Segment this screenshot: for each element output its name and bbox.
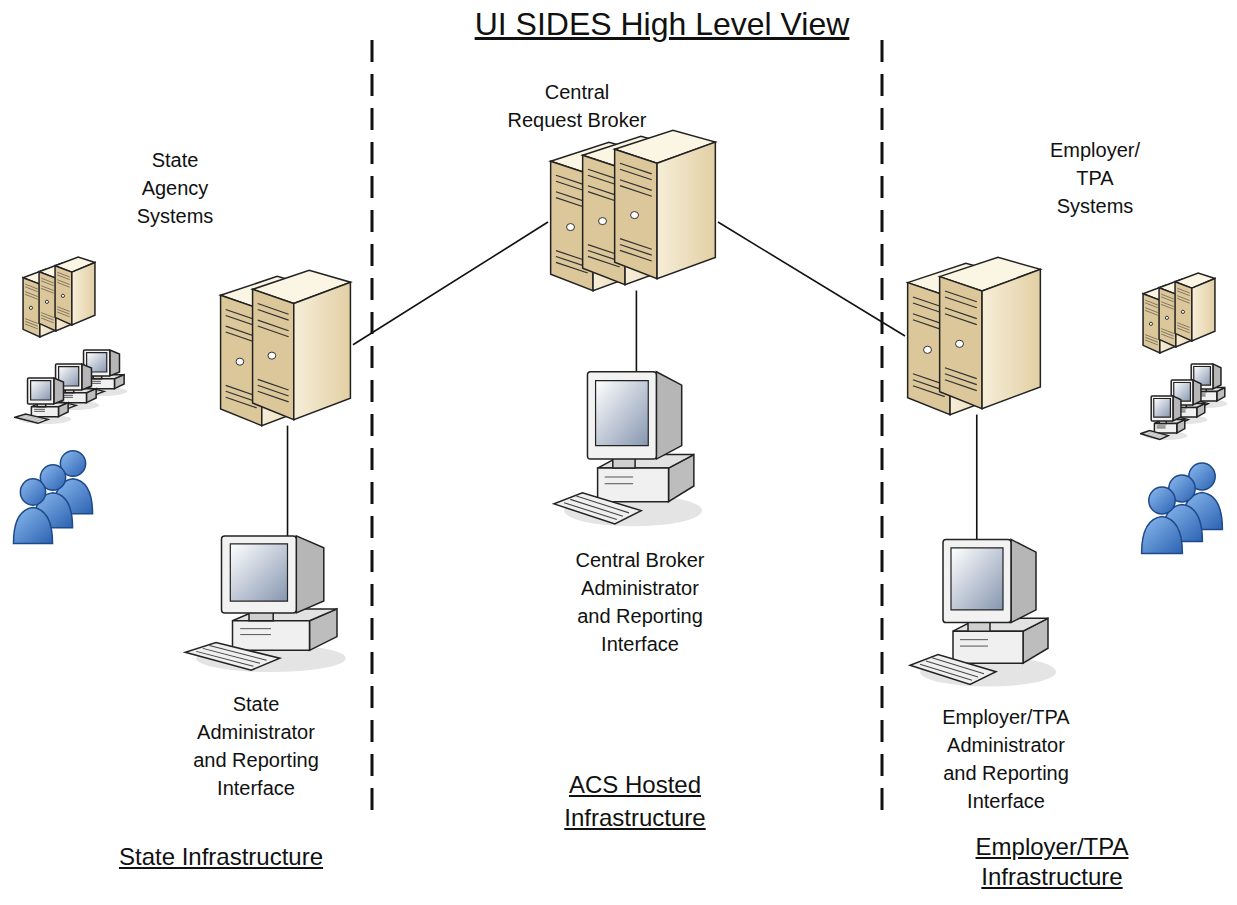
network-link — [976, 415, 978, 541]
network-link — [636, 291, 638, 373]
network-link — [718, 222, 905, 336]
network-link — [287, 426, 289, 537]
node-label: Central Broker Administrator and Reporti… — [573, 546, 708, 658]
zone-label: Employer/TPA Infrastructure — [962, 832, 1142, 892]
computer-node: Central Broker Administrator and Reporti… — [548, 361, 712, 662]
dashed-boundary — [881, 40, 884, 812]
workstation-icon — [552, 365, 704, 533]
dashed-boundary — [371, 40, 374, 812]
network-link — [353, 222, 548, 345]
node-label: Employer/TPA Administrator and Reporting… — [939, 703, 1074, 815]
computer-node: Employer/TPA Administrator and Reporting… — [904, 529, 1078, 819]
workstation-icon — [908, 533, 1058, 693]
server-icon — [218, 268, 353, 428]
node-label: Central Request Broker — [506, 78, 648, 134]
zone-label: ACS Hosted Infrastructure — [545, 768, 725, 834]
zone-label: State Infrastructure — [86, 842, 356, 872]
node-label: State Agency Systems — [130, 146, 220, 230]
server-node: State Agency Systems — [126, 142, 357, 432]
server-icon — [905, 255, 1043, 417]
diagram-title: UI SIDES High Level View — [362, 4, 962, 44]
server-icon — [548, 128, 718, 293]
server-node: Employer/ TPA Systems — [901, 132, 1149, 421]
workstation-icon — [183, 530, 348, 678]
server-node: Central Request Broker — [502, 74, 722, 297]
node-label: State Administrator and Reporting Interf… — [189, 690, 324, 802]
node-label: Employer/ TPA Systems — [1045, 136, 1145, 220]
computer-node: State Administrator and Reporting Interf… — [179, 526, 352, 806]
